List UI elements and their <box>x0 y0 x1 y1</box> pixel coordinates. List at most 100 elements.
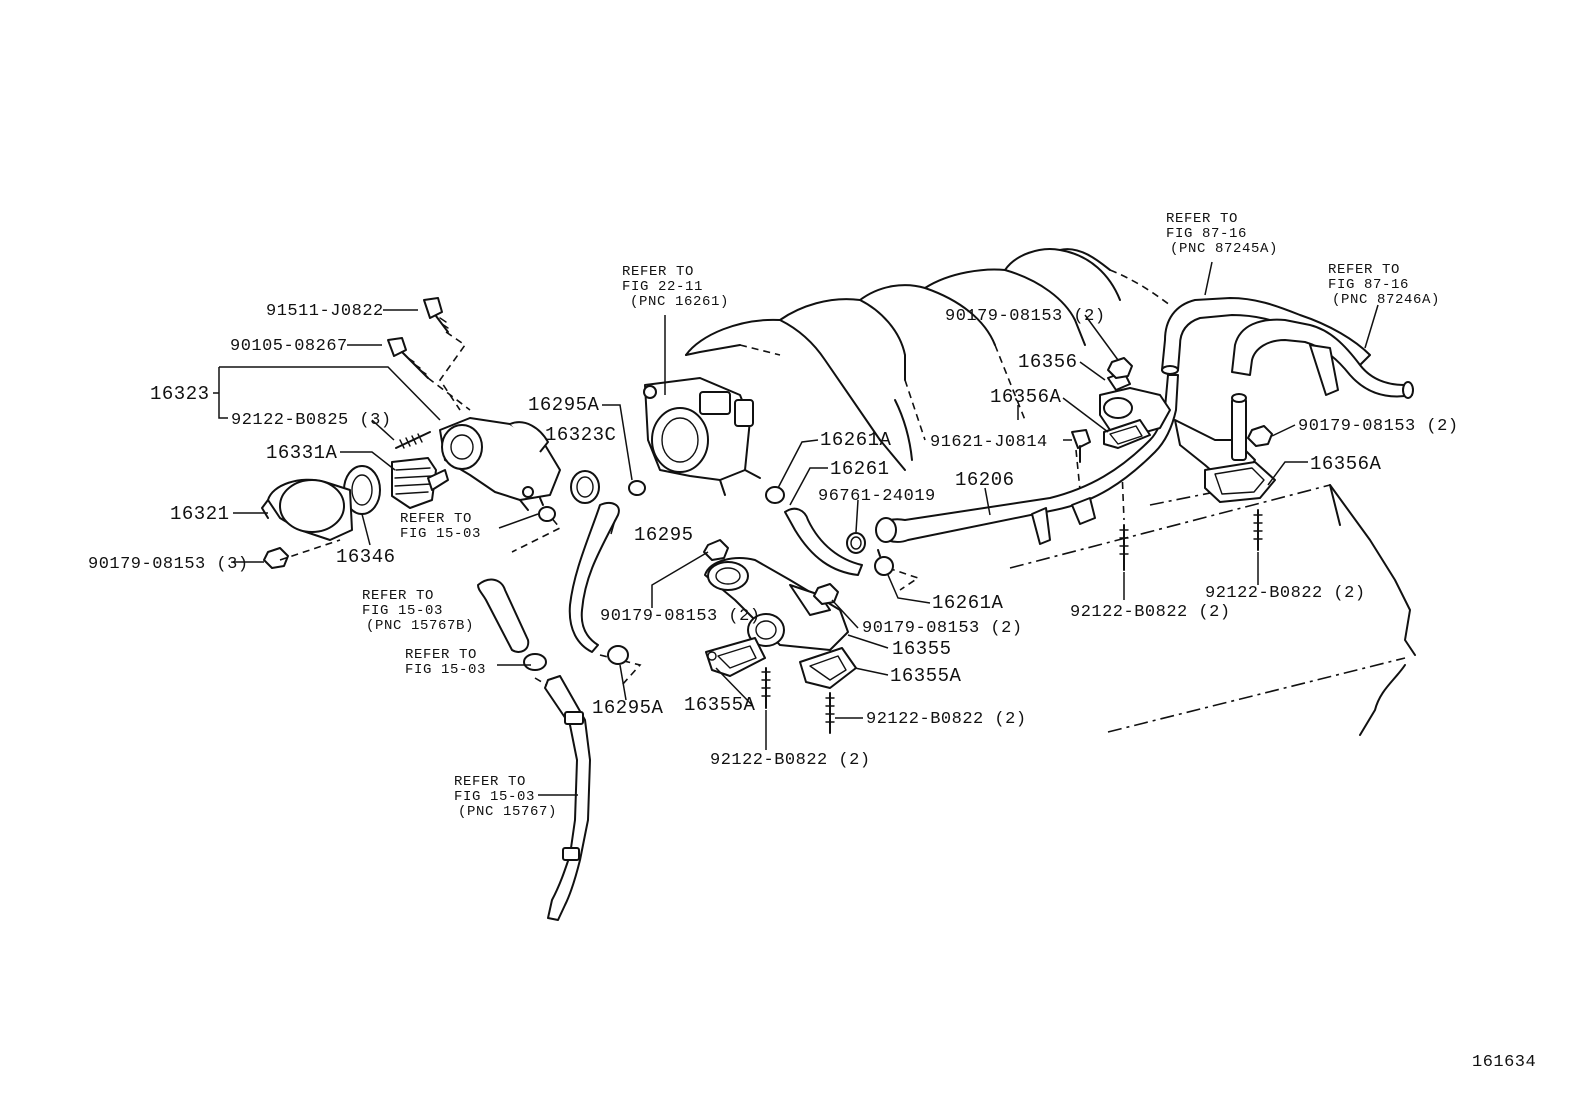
svg-text:FIG 87-16: FIG 87-16 <box>1166 226 1247 242</box>
label-16206: 16206 <box>955 469 1015 491</box>
oring-16323c <box>570 470 600 504</box>
svg-text:(PNC 87245A): (PNC 87245A) <box>1170 241 1278 257</box>
water-inlet-housing <box>439 417 561 511</box>
stud-92122-center-left <box>761 667 771 709</box>
svg-text:REFER TO: REFER TO <box>405 647 477 663</box>
hose-15767b <box>477 578 530 653</box>
label-90105-08267: 90105-08267 <box>230 337 348 356</box>
callout-labels: 91511-J0822 90105-08267 16323 92122-B082… <box>88 302 1459 770</box>
ref-fig-15-03-a: REFER TO FIG 15-03 <box>400 511 481 542</box>
clamp-left-lower <box>523 653 547 671</box>
label-90179-08153-center-right: 90179-08153 (2) <box>862 619 1023 638</box>
label-91621-j0814: 91621-J0814 <box>930 433 1048 452</box>
gasket-16356a-left <box>1103 419 1151 449</box>
label-91511-j0822: 91511-J0822 <box>266 302 384 321</box>
svg-text:(PNC 87246A): (PNC 87246A) <box>1332 292 1440 308</box>
label-90179-08153-3: 90179-08153 (3) <box>88 555 249 574</box>
svg-text:FIG 15-03: FIG 15-03 <box>454 789 535 805</box>
svg-text:REFER TO: REFER TO <box>1328 262 1400 278</box>
thermostat <box>391 457 449 509</box>
pipe-16206 <box>875 374 1179 545</box>
svg-text:FIG 87-16: FIG 87-16 <box>1328 277 1409 293</box>
hose-16295 <box>568 502 620 653</box>
label-16261a-bottom: 16261A <box>932 592 1004 614</box>
reference-notes: REFER TO FIG 22-11 (PNC 16261) REFER TO … <box>362 211 1440 820</box>
label-16261a-top: 16261A <box>820 429 892 451</box>
nut-90179-center-left <box>703 539 729 561</box>
water-inlet-16321 <box>261 478 353 541</box>
bolt-91511 <box>423 297 449 333</box>
svg-text:REFER TO: REFER TO <box>622 264 694 280</box>
nut-90179-left <box>263 547 289 569</box>
svg-text:FIG 15-03: FIG 15-03 <box>405 662 486 678</box>
label-16355a-left: 16355A <box>684 694 756 716</box>
svg-text:(PNC 15767B): (PNC 15767B) <box>366 618 474 634</box>
svg-text:FIG 15-03: FIG 15-03 <box>400 526 481 542</box>
gasket-16355a-right <box>799 647 857 689</box>
label-16355a-right: 16355A <box>890 665 962 687</box>
svg-text:REFER TO: REFER TO <box>1166 211 1238 227</box>
ref-fig-22-11: REFER TO FIG 22-11 (PNC 16261) <box>622 264 729 310</box>
svg-text:REFER TO: REFER TO <box>400 511 472 527</box>
label-16295: 16295 <box>634 524 694 546</box>
nut-90179-center-right <box>813 583 839 605</box>
label-16356a-left: 16356A <box>990 386 1062 408</box>
label-96761-24019: 96761-24019 <box>818 487 936 506</box>
stud-92122-center-right <box>825 692 835 734</box>
nut-90179-top-right <box>1107 357 1133 379</box>
gasket-16355a-left <box>705 637 766 677</box>
ref-fig-15-03-b: REFER TO FIG 15-03 (PNC 15767B) <box>362 588 474 634</box>
label-92122-b0822-bottom: 92122-B0822 (2) <box>710 751 871 770</box>
label-92122-b0825: 92122-B0825 (3) <box>231 411 392 430</box>
label-16323c: 16323C <box>545 424 616 446</box>
nut-90179-far-right <box>1247 425 1273 447</box>
figure-number: 161634 <box>1472 1053 1536 1072</box>
intake-manifold-outline <box>685 248 1171 471</box>
clamp-16295a-top <box>628 480 646 496</box>
label-16295a-top: 16295A <box>528 394 600 416</box>
ref-fig-15-03-c: REFER TO FIG 15-03 <box>405 647 486 678</box>
bolt-91621 <box>1071 429 1091 463</box>
label-16356: 16356 <box>1018 351 1078 373</box>
label-16321: 16321 <box>170 503 230 525</box>
hose-16261 <box>784 507 863 576</box>
hose-87246a <box>1231 318 1414 399</box>
svg-text:REFER TO: REFER TO <box>362 588 434 604</box>
clamp-16261a-bottom <box>874 549 894 576</box>
bolt-90105 <box>387 337 429 379</box>
clamp-16295a-bottom <box>607 645 629 665</box>
oring-96761 <box>846 532 866 554</box>
leader-lines <box>213 261 1379 796</box>
label-90179-08153-far-right: 90179-08153 (2) <box>1298 417 1459 436</box>
label-16356a-right: 16356A <box>1310 453 1382 475</box>
label-90179-08153-center-left: 90179-08153 (2) <box>600 607 761 626</box>
label-16346: 16346 <box>336 546 396 568</box>
svg-text:(PNC 15767): (PNC 15767) <box>458 804 557 820</box>
svg-text:REFER TO: REFER TO <box>454 774 526 790</box>
ref-fig-87-16-a: REFER TO FIG 87-16 (PNC 87245A) <box>1166 211 1278 257</box>
stud-92122-b0825 <box>395 431 431 449</box>
label-92122-b0822-right1: 92122-B0822 (2) <box>1070 603 1231 622</box>
ref-fig-87-16-b: REFER TO FIG 87-16 (PNC 87246A) <box>1328 262 1440 308</box>
svg-text:FIG 22-11: FIG 22-11 <box>622 279 703 295</box>
label-92122-b0822-center: 92122-B0822 (2) <box>866 710 1027 729</box>
label-16355: 16355 <box>892 638 952 660</box>
label-90179-08153-top-right: 90179-08153 (2) <box>945 307 1106 326</box>
label-16331a: 16331A <box>266 442 338 464</box>
svg-text:FIG 15-03: FIG 15-03 <box>362 603 443 619</box>
stud-92122-right1 <box>1119 524 1129 571</box>
svg-text:(PNC 16261): (PNC 16261) <box>630 294 729 310</box>
water-outlet-16355 <box>704 557 849 651</box>
gasket-16356a-right <box>1204 461 1276 503</box>
stud-92122-right2 <box>1253 509 1263 551</box>
throttle-body <box>643 377 761 496</box>
clamp-16261a-top <box>765 486 785 504</box>
clamp-left-upper <box>538 497 556 522</box>
label-92122-b0822-right2: 92122-B0822 (2) <box>1205 584 1366 603</box>
label-16323: 16323 <box>150 383 210 405</box>
hose-87245a <box>1161 297 1371 375</box>
label-16261: 16261 <box>830 458 890 480</box>
ref-fig-15-03-d: REFER TO FIG 15-03 (PNC 15767) <box>454 774 557 820</box>
label-16295a-bottom: 16295A <box>592 697 664 719</box>
